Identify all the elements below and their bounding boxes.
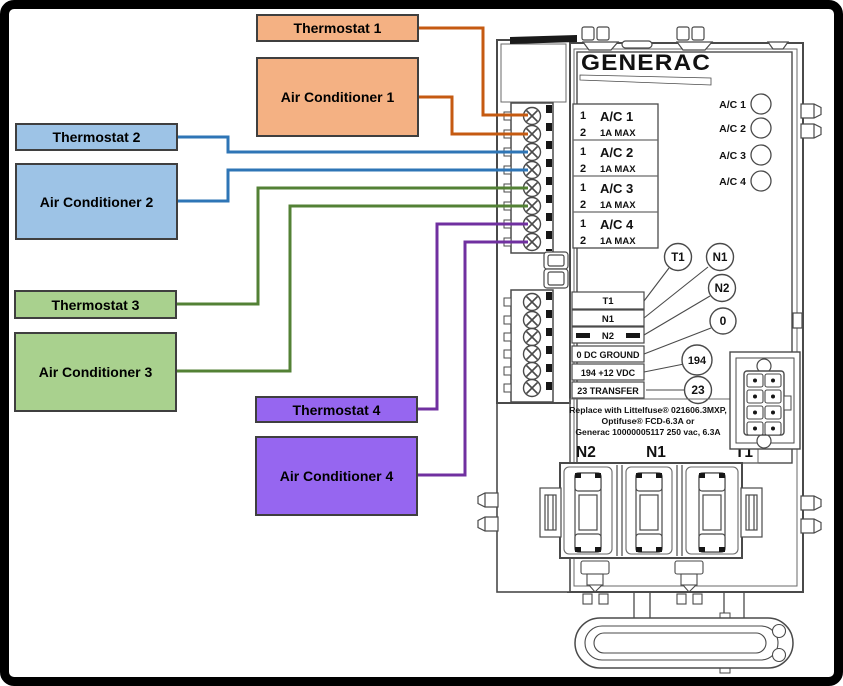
- ac-cell-2-pin2: 2: [580, 163, 586, 175]
- led-label-ac1: A/C 1: [719, 99, 746, 111]
- ac-cell-4-rating: 1A MAX: [600, 236, 636, 247]
- signal-circle-t1-label: T1: [671, 252, 685, 264]
- ac-cell-3-pin2: 2: [580, 199, 586, 211]
- signal-circle-23: [683, 375, 713, 405]
- air-conditioner-1-box: Air Conditioner 1: [256, 57, 419, 137]
- led-ac3: [750, 144, 772, 166]
- ac-cell-2-name: A/C 2: [600, 145, 633, 160]
- ac-cell-1: 1 A/C 1 2 1A MAX: [580, 109, 636, 139]
- led-ac2: [750, 117, 772, 139]
- led-label-ac4: A/C 4: [719, 176, 746, 188]
- fuse-n2: [574, 472, 602, 553]
- ac-cell-3-pin1: 1: [580, 182, 586, 194]
- thermostat-4-box: Thermostat 4: [255, 396, 418, 423]
- accessory-connector: [729, 351, 801, 450]
- led-ac1: [750, 93, 772, 115]
- fuse-n1: [635, 472, 663, 553]
- signal-circle-0-label: 0: [720, 314, 727, 328]
- thermostat-2-label: Thermostat 2: [52, 129, 141, 145]
- top-mounting-tabs: [581, 26, 790, 51]
- signal-circle-194: [681, 344, 713, 376]
- thermostat-3-label: Thermostat 3: [51, 296, 140, 313]
- generac-controller: GENERAC 1 A/C 1 2 1A MAX 1 A/C 2 2: [477, 26, 822, 674]
- signal-circle-n2-label: N2: [715, 283, 730, 295]
- ac-cell-3-name: A/C 3: [600, 181, 633, 196]
- terminal-row-n2: N2: [602, 331, 614, 342]
- ac-cell-4-pin2: 2: [580, 235, 586, 247]
- fuse-note-line-2: Optifuse® FCD-6.3A or: [602, 416, 696, 426]
- signal-circle-t1: [663, 242, 693, 272]
- fuse-block: [539, 462, 763, 559]
- signal-circle-23-label: 23: [691, 383, 705, 397]
- upper-terminal-strip: [503, 102, 554, 254]
- lower-terminal-strip: [503, 289, 554, 403]
- ac-cell-1-pin1: 1: [580, 110, 586, 122]
- wire-thermostat-3: [177, 186, 528, 306]
- wire-air-conditioner-3: [177, 204, 528, 373]
- air-conditioner-2-box: Air Conditioner 2: [15, 163, 178, 240]
- wire-thermostat-1: [419, 26, 528, 117]
- thermostat-3-box: Thermostat 3: [14, 290, 177, 319]
- signal-circle-n1-label: N1: [713, 252, 728, 264]
- wire-air-conditioner-1: [419, 95, 528, 136]
- signal-circle-n2: [707, 273, 737, 303]
- inter-strip-connector: [543, 251, 569, 289]
- thermostat-1-box: Thermostat 1: [256, 14, 419, 42]
- terminal-row-n1: N1: [602, 314, 615, 325]
- brand-logo: GENERAC: [581, 50, 711, 75]
- terminal-row-12vdc: 194 +12 VDC: [581, 368, 636, 378]
- signal-circles: T1 N1 N2 0 194 23: [663, 242, 737, 405]
- ac-cell-3-rating: 1A MAX: [600, 200, 636, 211]
- wire-thermostat-2: [178, 135, 528, 154]
- fuse-t1: [698, 472, 726, 553]
- air-conditioner-3-box: Air Conditioner 3: [14, 332, 177, 412]
- led-label-ac3: A/C 3: [719, 150, 746, 162]
- air-conditioner-4-box: Air Conditioner 4: [255, 436, 418, 516]
- ac-cell-1-name: A/C 1: [600, 109, 633, 124]
- thermostat-1-label: Thermostat 1: [293, 20, 382, 36]
- terminal-row-t1: T1: [602, 296, 614, 307]
- ac-cell-3: 1 A/C 3 2 1A MAX: [580, 181, 636, 211]
- fuse-note-line-3: Generac 10000005117 250 vac, 6.3A: [575, 427, 720, 437]
- thermostat-4-label: Thermostat 4: [292, 401, 381, 418]
- fuse-block-side-clips: [539, 487, 763, 538]
- ac-cell-1-rating: 1A MAX: [600, 128, 636, 139]
- led-ac4: [750, 170, 772, 192]
- led-label-ac2: A/C 2: [719, 123, 746, 135]
- bottom-latches: [580, 560, 704, 605]
- wire-air-conditioner-4: [418, 240, 528, 477]
- thermostat-2-box: Thermostat 2: [15, 123, 178, 151]
- signal-circle-0: [709, 307, 737, 335]
- ac-cell-2-pin1: 1: [580, 146, 586, 158]
- terminal-table: T1 N1 N2 0 DC GROUND 194 +12 VDC 23 TRAN…: [571, 291, 645, 399]
- logo-swoosh: [579, 74, 712, 86]
- terminal-row-ground: 0 DC GROUND: [576, 350, 640, 360]
- ac-cell-4-pin1: 1: [580, 218, 586, 230]
- air-conditioner-3-label: Air Conditioner 3: [38, 364, 153, 380]
- fuse-puller: [574, 612, 794, 674]
- ac-cell-4: 1 A/C 4 2 1A MAX: [580, 217, 636, 247]
- side-clips: [477, 103, 822, 534]
- wire-air-conditioner-2: [178, 168, 528, 203]
- fuse-label-n2: N2: [576, 444, 596, 461]
- air-conditioner-1-label: Air Conditioner 1: [280, 89, 395, 105]
- ac-cell-1-pin2: 2: [580, 127, 586, 139]
- fuse-note-line-1: Replace with Littelfuse® 021606.3MXP,: [569, 405, 727, 415]
- housing-top-bar: [510, 35, 577, 44]
- signal-leader-lines: [643, 266, 712, 391]
- fuse-label-n1: N1: [646, 444, 666, 461]
- ac-cell-2: 1 A/C 2 2 1A MAX: [580, 145, 636, 175]
- air-conditioner-2-label: Air Conditioner 2: [39, 193, 154, 210]
- ac-cell-2-rating: 1A MAX: [600, 164, 636, 175]
- signal-circle-n1: [705, 242, 735, 272]
- signal-circle-194-label: 194: [688, 355, 707, 367]
- terminal-row-transfer: 23 TRANSFER: [577, 386, 639, 396]
- wire-thermostat-4: [418, 222, 528, 411]
- ac-terminal-label-box: 1 A/C 1 2 1A MAX 1 A/C 2 2 1A MAX 1 A/C …: [572, 103, 659, 249]
- ac-status-leds: A/C 1 A/C 2 A/C 3 A/C 4: [719, 93, 772, 192]
- wires: [177, 26, 528, 477]
- ac-cell-4-name: A/C 4: [600, 217, 634, 232]
- air-conditioner-4-label: Air Conditioner 4: [279, 468, 394, 484]
